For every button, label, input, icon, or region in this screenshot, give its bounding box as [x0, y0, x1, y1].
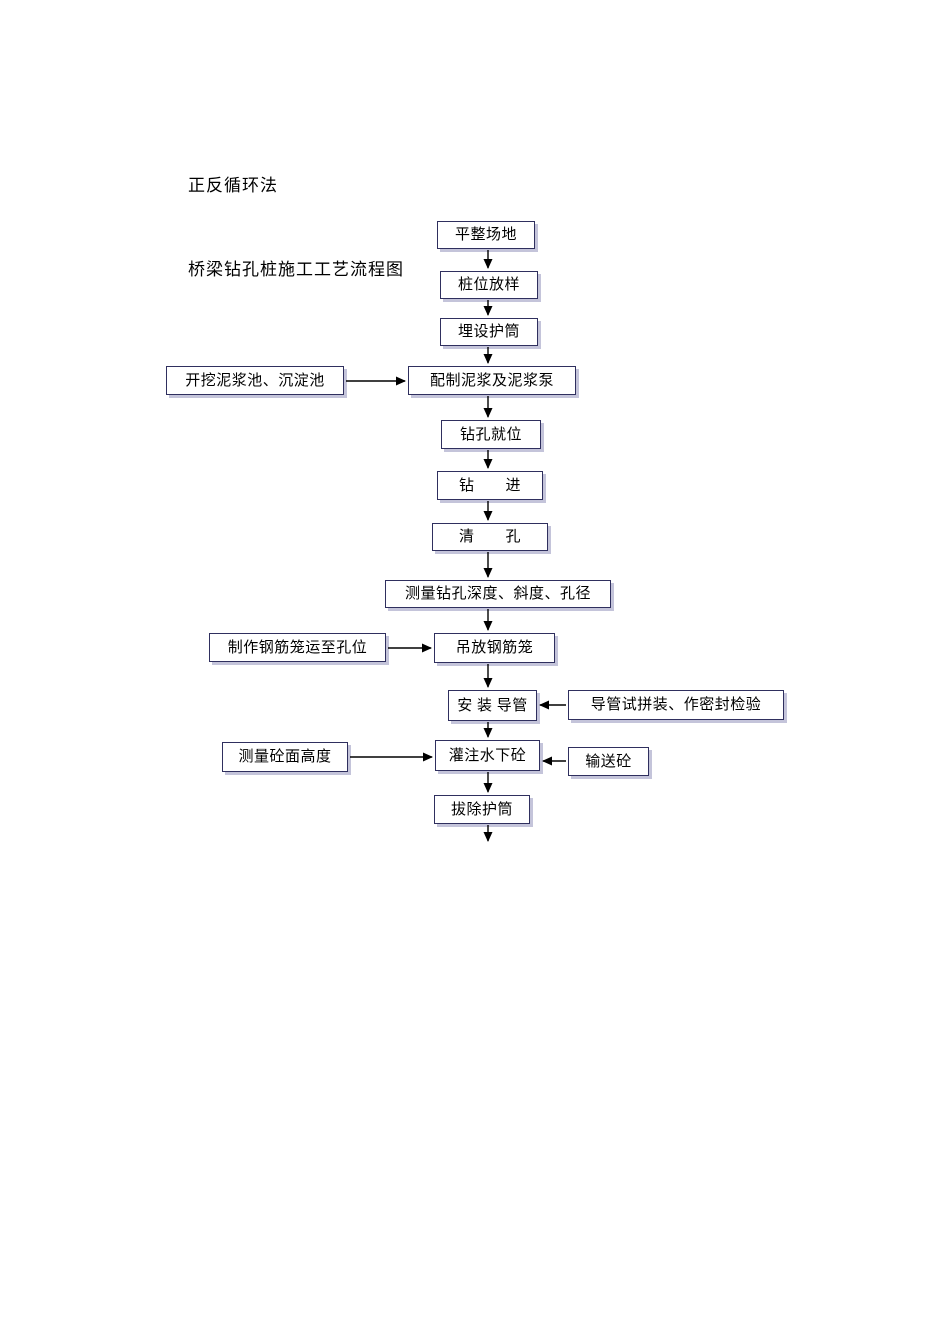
flow-node-hoist-cage: 吊放钢筋笼: [434, 633, 555, 663]
diagram-title-line1: 正反循环法: [188, 176, 278, 195]
flow-node-clean-hole: 清 孔: [432, 523, 548, 551]
flow-node-dig-mud-pool: 开挖泥浆池、沉淀池: [166, 366, 344, 395]
flow-node-level-site: 平整场地: [437, 221, 535, 249]
diagram-title: 正反循环法 桥梁钻孔桩施工工艺流程图: [188, 116, 404, 340]
flow-node-remove-casing: 拔除护筒: [434, 795, 530, 824]
flow-node-pipe-test: 导管试拼装、作密封检验: [568, 690, 784, 720]
flow-node-prepare-mud: 配制泥浆及泥浆泵: [408, 366, 576, 395]
flow-node-make-cage: 制作钢筋笼运至孔位: [209, 633, 386, 662]
flow-node-pour-concrete: 灌注水下砼: [435, 740, 540, 771]
flow-node-pile-layout: 桩位放样: [440, 271, 538, 299]
flow-node-measure-surface: 测量砼面高度: [222, 742, 348, 772]
flow-node-drill-position: 钻孔就位: [441, 420, 541, 449]
flow-node-drilling: 钻 进: [437, 471, 543, 500]
diagram-title-line2: 桥梁钻孔桩施工工艺流程图: [188, 260, 404, 279]
flow-node-transport-concrete: 输送砼: [568, 747, 649, 776]
flow-node-install-pipe: 安 装 导管: [448, 690, 537, 721]
flow-node-measure-hole: 测量钻孔深度、斜度、孔径: [385, 580, 611, 608]
flow-node-bury-casing: 埋设护筒: [440, 318, 538, 346]
